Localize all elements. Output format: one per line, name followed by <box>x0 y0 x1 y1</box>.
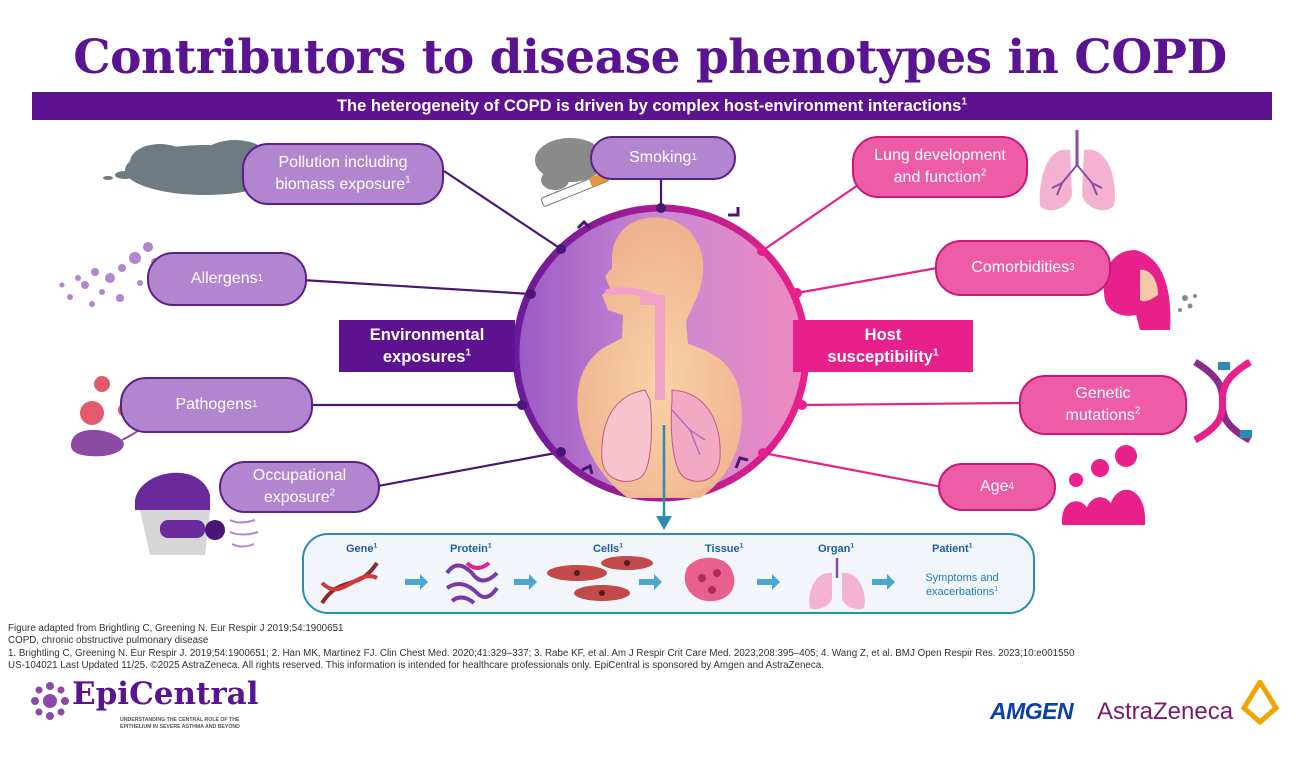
pollution-pill: Pollution including biomass exposure1 <box>242 143 444 205</box>
protein-icon <box>445 561 499 605</box>
cascade-label-patient: Patient1 <box>932 542 973 555</box>
human-silhouette <box>577 217 742 498</box>
host-susceptibility-box: Host susceptibility1 <box>793 320 973 372</box>
host-label-line2: susceptibility <box>827 348 933 366</box>
subtitle-ref: 1 <box>961 96 968 108</box>
epicentral-tagline-line2: EPITHELIUM IN SEVERE ASTHMA AND BEYOND <box>120 723 240 730</box>
occupational-ref: 2 <box>329 487 336 499</box>
down-arrow-head <box>656 516 672 530</box>
patient-outcome-line2: exacerbations <box>925 586 995 598</box>
environmental-exposures-box: Environmental exposures1 <box>339 320 515 372</box>
lungs-icon <box>1039 130 1115 211</box>
connector-occupational <box>377 450 562 488</box>
page-title: Contributors to disease phenotypes in CO… <box>73 30 1227 85</box>
patient-outcome-line1: Symptoms and <box>925 572 999 584</box>
occupational-pill: Occupational exposure2 <box>219 461 380 513</box>
env-label-ref: 1 <box>465 347 472 359</box>
patient-outcome-ref: 1 <box>994 585 999 593</box>
connector-age <box>762 451 943 489</box>
env-label-line1: Environmental <box>369 325 485 344</box>
lung-dev-line1: Lung development <box>874 147 1006 165</box>
genetic-pill: Genetic mutations2 <box>1019 375 1187 435</box>
cascade-label-gene: Gene1 <box>346 542 378 555</box>
epicentral-logo-icon <box>31 682 69 720</box>
cascade-panel <box>302 533 1035 614</box>
lung-dev-pill: Lung development and function2 <box>852 136 1028 198</box>
cascade-label-protein: Protein1 <box>450 542 492 555</box>
host-label-ref: 1 <box>932 347 939 359</box>
env-label-line2: exposures <box>382 348 466 366</box>
pollution-ref: 1 <box>405 174 411 186</box>
connector-comorbidities <box>796 266 938 295</box>
footer-line4: US-104021 Last Updated 11/25. ©2025 Astr… <box>8 660 824 672</box>
epicentral-tagline: UNDERSTANDING THE CENTRAL ROLE OF THE EP… <box>120 717 280 730</box>
genetic-ref: 2 <box>1134 405 1141 417</box>
astrazeneca-symbol-icon <box>1240 680 1280 725</box>
host-label-line1: Host <box>864 325 902 344</box>
age-figures-icon <box>1062 445 1146 525</box>
epicentral-tagline-line1: UNDERSTANDING THE CENTRAL ROLE OF THE <box>120 717 240 723</box>
lung-dev-ref: 2 <box>980 167 987 179</box>
tissue-icon <box>684 557 735 602</box>
cells-icon <box>547 556 653 601</box>
connector-genetic <box>801 401 1021 407</box>
amgen-logo: AMGEN <box>990 698 1074 724</box>
gene-dna-icon <box>320 561 379 605</box>
pollution-line1: Pollution including <box>278 154 408 172</box>
occupational-line1: Occupational <box>252 467 347 485</box>
dna-icon <box>1193 358 1252 444</box>
cascade-label-tissue: Tissue1 <box>705 542 744 555</box>
coughing-person-icon <box>1103 250 1197 330</box>
allergens-label: Allergens <box>190 270 258 288</box>
occupational-line2: exposure <box>263 489 330 506</box>
astrazeneca-logo: AstraZeneca <box>1097 698 1234 725</box>
subtitle-banner: The heterogeneity of COPD is driven by c… <box>32 92 1272 120</box>
cascade-arrow-icon <box>405 574 895 590</box>
allergen-particles-icon <box>59 242 159 307</box>
organ-lungs-icon <box>809 558 865 610</box>
pollution-line2: biomass exposure <box>275 176 406 193</box>
cigarette-smoke-icon <box>535 138 609 207</box>
pathogens-label: Pathogens <box>175 396 252 414</box>
subtitle-text: The heterogeneity of COPD is driven by c… <box>336 97 962 115</box>
respirator-mask-icon <box>135 472 259 555</box>
cascade-label-organ: Organ1 <box>818 542 855 555</box>
age-label: Age <box>980 478 1009 496</box>
connector-lung-dev <box>761 184 859 252</box>
footer-notes: Figure adapted from Brightling C, Greeni… <box>8 623 1074 673</box>
footer-line3: 1. Brightling C, Greening N. Eur Respir … <box>8 647 1075 659</box>
epicentral-logo-text: EpiCentral <box>72 676 259 712</box>
smoking-label: Smoking <box>629 149 692 167</box>
patient-outcome: Symptoms and exacerbations1 <box>918 571 1006 599</box>
genetic-line1: Genetic <box>1075 385 1131 403</box>
genetic-line2: mutations <box>1065 407 1135 424</box>
footer-line1: Figure adapted from Brightling C, Greeni… <box>8 623 344 634</box>
footer-line2: COPD, chronic obstructive pulmonary dise… <box>8 635 209 647</box>
cascade-graphics <box>320 556 895 610</box>
lung-dev-line2: and function <box>893 169 981 186</box>
comorbidities-label: Comorbidities <box>971 259 1070 277</box>
connector-allergens <box>301 278 532 296</box>
connector-pollution <box>443 170 562 250</box>
cascade-label-cells: Cells1 <box>593 542 624 555</box>
